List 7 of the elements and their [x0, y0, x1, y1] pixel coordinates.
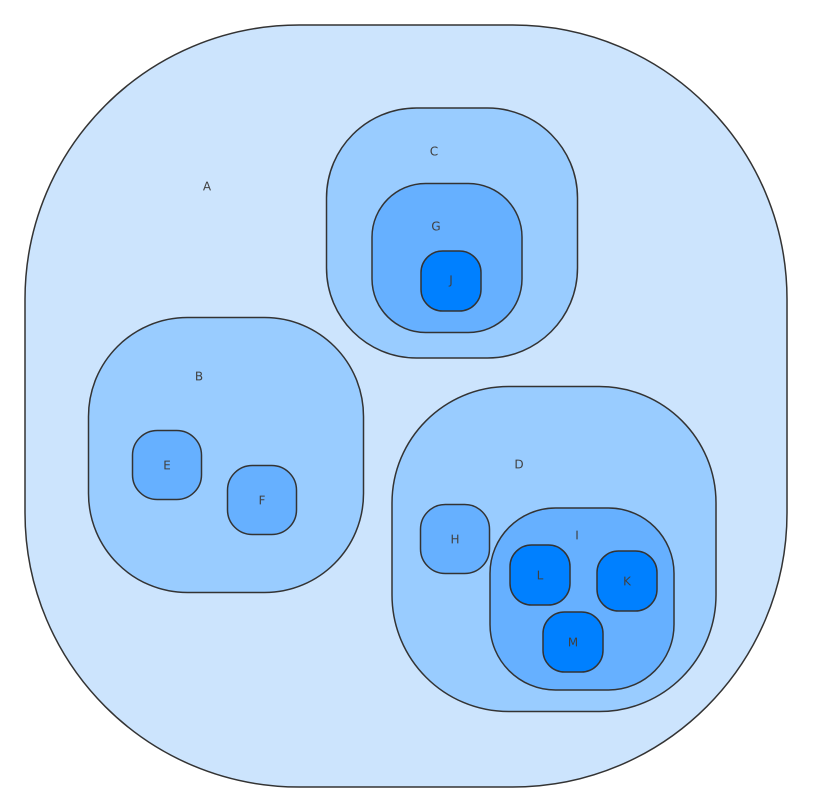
- nested-region: H: [420, 504, 490, 574]
- nested-region: F: [226, 464, 298, 536]
- nested-region: M: [542, 611, 604, 673]
- nested-region: L: [509, 544, 571, 606]
- nested-region: K: [596, 550, 658, 612]
- nested-region: J: [420, 250, 482, 312]
- nested-region: E: [132, 430, 202, 500]
